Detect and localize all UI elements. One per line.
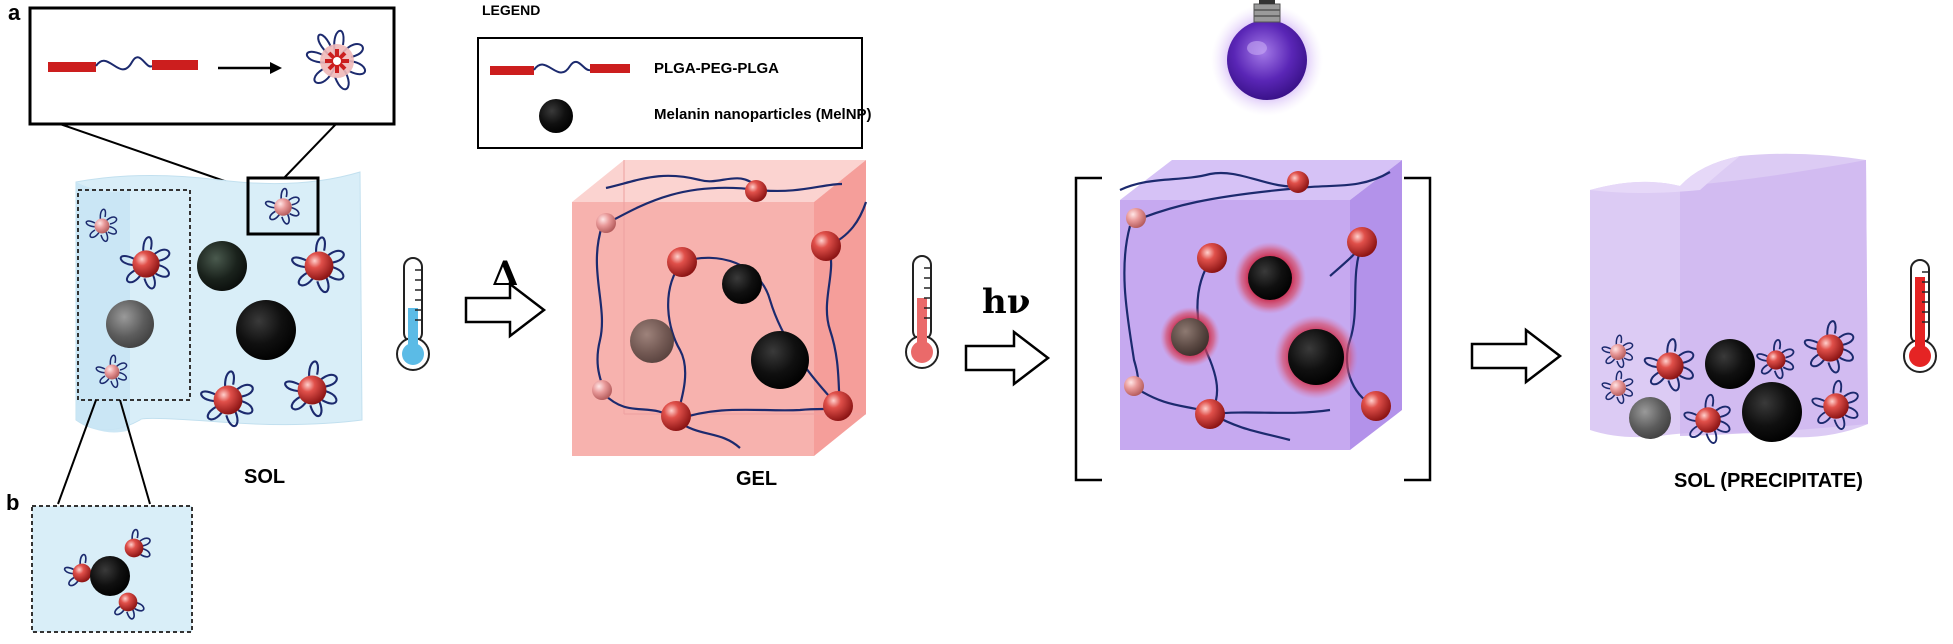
legend-melanin-icon bbox=[539, 99, 573, 133]
micelle-cluster bbox=[85, 187, 345, 428]
legend bbox=[477, 37, 863, 149]
inset-pointer-line bbox=[283, 123, 337, 179]
micelle-core bbox=[1195, 399, 1225, 429]
heated-melanin-nanoparticle bbox=[1274, 315, 1358, 399]
precipitate-state-box bbox=[1590, 153, 1868, 444]
inset-pointer-line bbox=[59, 123, 237, 186]
heated-melanin-nanoparticle bbox=[1160, 307, 1220, 367]
state-label-precipitate: SOL (PRECIPITATE) bbox=[1674, 470, 1863, 492]
irradiated-state-box bbox=[1119, 160, 1402, 450]
thermometer-precipitate bbox=[1903, 259, 1937, 373]
legend-copolymer-icon bbox=[490, 60, 630, 75]
melanin-nanoparticle bbox=[1629, 397, 1671, 439]
arrow-label-light: hν bbox=[982, 282, 1031, 322]
process-arrow-heat bbox=[464, 281, 547, 339]
aggregate-highlight-box bbox=[77, 189, 191, 401]
panel-a-inset bbox=[28, 6, 396, 186]
transient-state-brackets bbox=[1074, 176, 1432, 482]
sol-state-box bbox=[57, 171, 363, 505]
panel-b-inset bbox=[31, 505, 193, 633]
process-arrow-light bbox=[964, 329, 1051, 387]
micelle-core bbox=[661, 401, 691, 431]
micelle-core bbox=[1197, 243, 1227, 273]
micelle-core bbox=[1126, 208, 1146, 228]
melanin-nanoparticle bbox=[1742, 382, 1802, 442]
micelle-core bbox=[1287, 171, 1309, 193]
micelle-icon bbox=[264, 187, 300, 225]
triblock-copolymer-icon bbox=[48, 56, 198, 72]
micelle-icon bbox=[1811, 380, 1859, 430]
self-assembly-arrow bbox=[218, 62, 282, 74]
micelle-icon bbox=[1643, 338, 1695, 392]
light-bulb-icon bbox=[1211, 0, 1323, 116]
heated-melanin-nanoparticle bbox=[1234, 242, 1306, 314]
micelle-core bbox=[811, 231, 841, 261]
micelle-icon bbox=[1601, 334, 1634, 369]
state-label-sol: SOL bbox=[244, 466, 286, 488]
gel-cube-front bbox=[572, 202, 814, 456]
micelle-closeup-icon bbox=[305, 29, 366, 91]
micelle-icon bbox=[200, 370, 254, 428]
micelle-core bbox=[1347, 227, 1377, 257]
inset-pointer-line bbox=[57, 399, 97, 505]
panel-label-b: b bbox=[6, 490, 20, 515]
legend-label-melanin: Melanin nanoparticles (MelNP) bbox=[654, 106, 872, 123]
micelle-core bbox=[667, 247, 697, 277]
micelle-icon bbox=[1803, 320, 1855, 374]
micelle-icon bbox=[1601, 370, 1634, 405]
melanin-nanoparticle bbox=[197, 241, 247, 291]
micelle-icon bbox=[85, 208, 118, 243]
thermometer-gel bbox=[905, 255, 939, 369]
melanin-nanoparticle bbox=[90, 556, 130, 596]
gel-state-box bbox=[572, 160, 868, 456]
legend-title: LEGEND bbox=[482, 2, 541, 18]
legend-label-copolymer: PLGA-PEG-PLGA bbox=[654, 60, 780, 77]
inset-pointer-line bbox=[119, 399, 151, 505]
melanin-nanoparticle bbox=[106, 300, 154, 348]
micelle-core bbox=[596, 213, 616, 233]
micelle-core bbox=[745, 180, 767, 202]
state-label-gel: GEL bbox=[736, 468, 778, 490]
melanin-nanoparticle bbox=[236, 300, 296, 360]
micelle-icon bbox=[284, 360, 338, 418]
process-arrow-dissolution bbox=[1470, 327, 1563, 385]
panel-label-a: a bbox=[8, 0, 21, 25]
micelle-core bbox=[823, 391, 853, 421]
melanin-nanoparticle bbox=[751, 331, 809, 389]
micelle-icon bbox=[1756, 338, 1795, 380]
arrow-label-heat: Δ bbox=[492, 254, 519, 294]
melanin-nanoparticle bbox=[1705, 339, 1755, 389]
legend-frame bbox=[477, 37, 863, 149]
micelle-core bbox=[592, 380, 612, 400]
micelle-core bbox=[1124, 376, 1144, 396]
micelle-core bbox=[1361, 391, 1391, 421]
micelle-icon bbox=[291, 236, 345, 294]
micelle-icon bbox=[1683, 394, 1731, 444]
micelle-icon bbox=[119, 236, 171, 290]
micelle-icon bbox=[95, 354, 128, 389]
melanin-nanoparticle bbox=[630, 319, 674, 363]
micelle-highlight-box bbox=[246, 176, 320, 236]
melanin-nanoparticle bbox=[722, 264, 762, 304]
thermometer-sol bbox=[396, 257, 430, 371]
